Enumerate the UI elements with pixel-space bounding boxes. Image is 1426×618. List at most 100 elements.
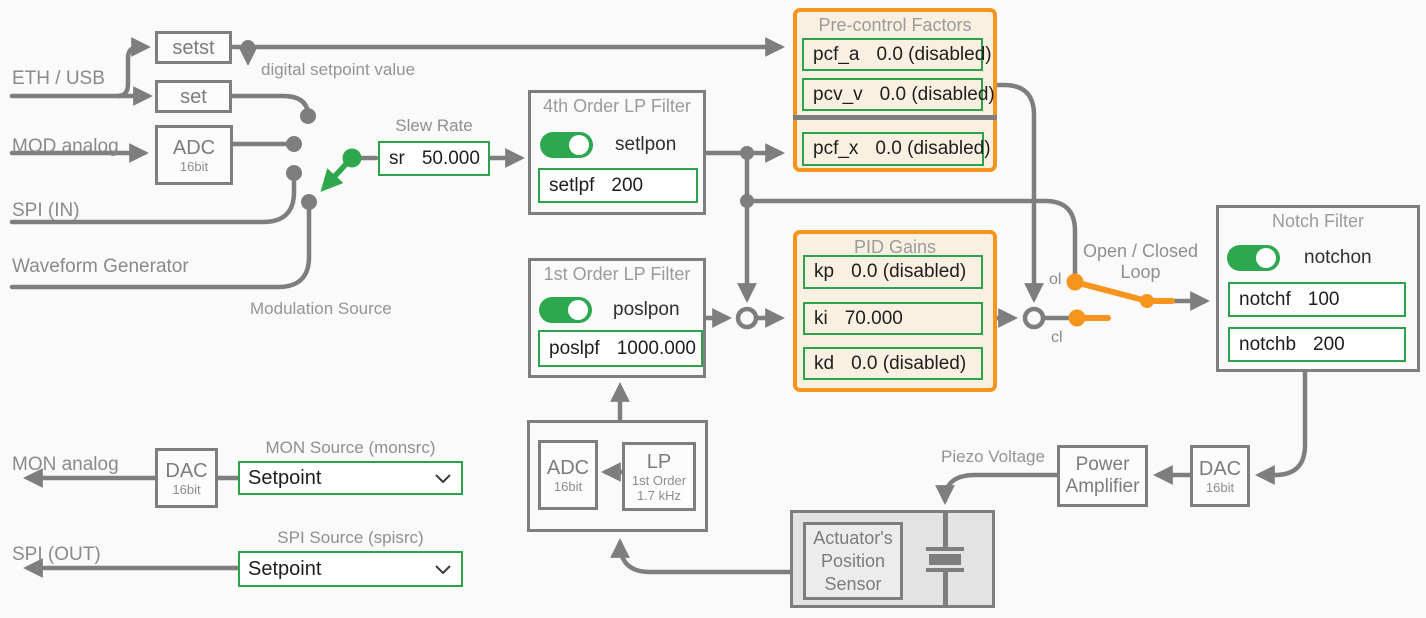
setlpf-field[interactable]: setlpf 200 bbox=[538, 168, 698, 203]
notchf-param: notchf bbox=[1239, 288, 1291, 310]
slew-rate-title: Slew Rate bbox=[395, 116, 473, 135]
switch-pole-dot bbox=[342, 148, 362, 168]
junction-dots bbox=[241, 40, 754, 208]
kd-field[interactable]: kd 0.0 (disabled) bbox=[803, 347, 983, 380]
mon-dac-label: DAC bbox=[165, 459, 208, 482]
ol-label: ol bbox=[1049, 271, 1062, 288]
poslpon-label: poslpon bbox=[613, 299, 680, 320]
output-dac-block: DAC 16bit bbox=[1190, 445, 1250, 507]
setst-label: setst bbox=[172, 36, 215, 59]
spi-out-label: SPI (OUT) bbox=[12, 544, 101, 565]
sensor-adc-bits: 16bit bbox=[553, 478, 583, 494]
kd-value: 0.0 (disabled) bbox=[851, 352, 967, 374]
power-amplifier-block: Power Amplifier bbox=[1057, 445, 1148, 507]
power-amp-line2: Amplifier bbox=[1065, 476, 1140, 497]
sensor-lp-cutoff: 1.7 kHz bbox=[636, 487, 682, 503]
pcv-v-field[interactable]: pcv_v 0.0 (disabled) bbox=[802, 78, 995, 111]
spi-in-label: SPI (IN) bbox=[12, 200, 80, 221]
notch-filter-panel: Notch Filter notchon notchf 100 notchb 2… bbox=[1216, 205, 1420, 372]
digital-setpoint-label: digital setpoint value bbox=[261, 60, 416, 79]
kp-value: 0.0 (disabled) bbox=[851, 261, 967, 282]
pcf-a-field[interactable]: pcf_a 0.0 (disabled) bbox=[802, 38, 992, 71]
terminal-spi-in bbox=[286, 165, 302, 181]
toggle-on-icon bbox=[569, 135, 589, 155]
setst-block: setst bbox=[155, 31, 232, 64]
adc-bits-label: 16bit bbox=[179, 158, 209, 174]
precontrol-panel: Pre-control Factors pcf_a 0.0 (disabled)… bbox=[793, 8, 997, 172]
pcf-x-param: pcf_x bbox=[813, 138, 859, 159]
ki-field[interactable]: ki 70.000 bbox=[803, 302, 983, 335]
eth-usb-label: ETH / USB bbox=[12, 68, 105, 89]
notchb-value: 200 bbox=[1313, 333, 1345, 355]
pcf-a-param: pcf_a bbox=[813, 43, 860, 65]
loop-switch-cl-terminal bbox=[1068, 309, 1086, 327]
slew-rate-field[interactable]: sr 50.000 bbox=[378, 141, 490, 176]
kp-field[interactable]: kp 0.0 (disabled) bbox=[803, 255, 983, 289]
adc-label: ADC bbox=[172, 136, 216, 159]
kd-param: kd bbox=[814, 352, 835, 374]
gray-wires bbox=[9, 37, 1308, 578]
pid-panel: PID Gains kp 0.0 (disabled) ki 70.000 kd… bbox=[793, 230, 997, 392]
notchb-field[interactable]: notchb 200 bbox=[1228, 327, 1406, 362]
notchon-toggle[interactable] bbox=[1227, 245, 1280, 271]
summing-node-output bbox=[1022, 306, 1046, 330]
switch-arrow-icon bbox=[320, 162, 349, 192]
actuator-line1: Actuator's bbox=[813, 527, 893, 548]
notchb-param: notchb bbox=[1239, 333, 1297, 355]
poslpf-field[interactable]: poslpf 1000.000 bbox=[538, 330, 703, 367]
precontrol-separator bbox=[793, 115, 997, 120]
sensor-lp-order: 1st Order bbox=[631, 472, 687, 488]
loop-switch-label: Open / Closed Loop bbox=[1083, 241, 1198, 283]
spi-source-dropdown[interactable]: Setpoint bbox=[238, 551, 463, 587]
input-adc-block: ADC 16bit bbox=[155, 125, 233, 185]
toggle-on-icon bbox=[568, 300, 588, 320]
modulation-source-switch[interactable] bbox=[320, 148, 362, 192]
chevron-down-icon bbox=[435, 473, 451, 483]
spi-source-title: SPI Source (spisrc) bbox=[277, 528, 424, 547]
poslpf-value: 1000.000 bbox=[616, 337, 696, 359]
kp-param: kp bbox=[814, 261, 835, 282]
setpoint-lp-filter-panel: 4th Order LP Filter setlpon setlpf 200 bbox=[528, 90, 706, 215]
notchf-field[interactable]: notchf 100 bbox=[1228, 282, 1406, 317]
spi-source-selected: Setpoint bbox=[248, 557, 322, 580]
mon-analog-label: MON analog bbox=[12, 454, 119, 475]
mon-source-title: MON Source (monsrc) bbox=[265, 438, 436, 457]
mon-dac-block: DAC 16bit bbox=[155, 448, 218, 508]
loop-switch-arm bbox=[1072, 279, 1175, 304]
setpoint-lp-filter-title: 4th Order LP Filter bbox=[543, 96, 691, 116]
mon-dac-bits: 16bit bbox=[172, 481, 201, 497]
source-terminals bbox=[286, 108, 317, 210]
setlpon-toggle[interactable] bbox=[540, 132, 593, 158]
output-dac-bits: 16bit bbox=[1205, 479, 1235, 495]
position-lp-filter-panel: 1st Order LP Filter poslpon poslpf 1000.… bbox=[528, 258, 706, 378]
power-amp-line1: Power bbox=[1075, 454, 1130, 475]
notchf-value: 100 bbox=[1307, 288, 1340, 310]
pcv-v-param: pcv_v bbox=[813, 83, 863, 105]
set-block: set bbox=[155, 80, 232, 113]
actuator-line3: Sensor bbox=[824, 573, 882, 594]
modulation-source-label: Modulation Source bbox=[250, 299, 392, 318]
ki-param: ki bbox=[814, 307, 828, 329]
loop-switch[interactable] bbox=[1066, 273, 1175, 327]
sensor-adc-label: ADC bbox=[546, 456, 590, 479]
mon-source-dropdown[interactable]: Setpoint bbox=[238, 461, 463, 495]
pcf-x-field[interactable]: pcf_x 0.0 (disabled) bbox=[802, 132, 991, 166]
sensor-lp-block: LP 1st Order 1.7 kHz bbox=[622, 442, 696, 511]
pcf-x-value: 0.0 (disabled) bbox=[875, 138, 991, 159]
position-lp-filter-title: 1st Order LP Filter bbox=[543, 264, 691, 284]
terminal-mod-analog bbox=[286, 136, 302, 152]
poslpon-toggle[interactable] bbox=[539, 297, 592, 323]
notch-filter-title: Notch Filter bbox=[1271, 211, 1365, 231]
mod-analog-label: MOD analog bbox=[12, 136, 119, 157]
actuator-block: Actuator's Position Sensor bbox=[790, 510, 995, 608]
slew-rate-param: sr bbox=[389, 147, 405, 169]
piezo-voltage-label: Piezo Voltage bbox=[941, 447, 1045, 466]
pcv-v-value: 0.0 (disabled) bbox=[879, 83, 995, 105]
loop-switch-ol-terminal bbox=[1066, 273, 1084, 291]
position-sensor-block: Actuator's Position Sensor bbox=[803, 522, 903, 600]
sensor-adc-block: ADC 16bit bbox=[538, 440, 598, 510]
set-label: set bbox=[180, 85, 207, 108]
sensor-lp-label: LP bbox=[646, 450, 672, 473]
